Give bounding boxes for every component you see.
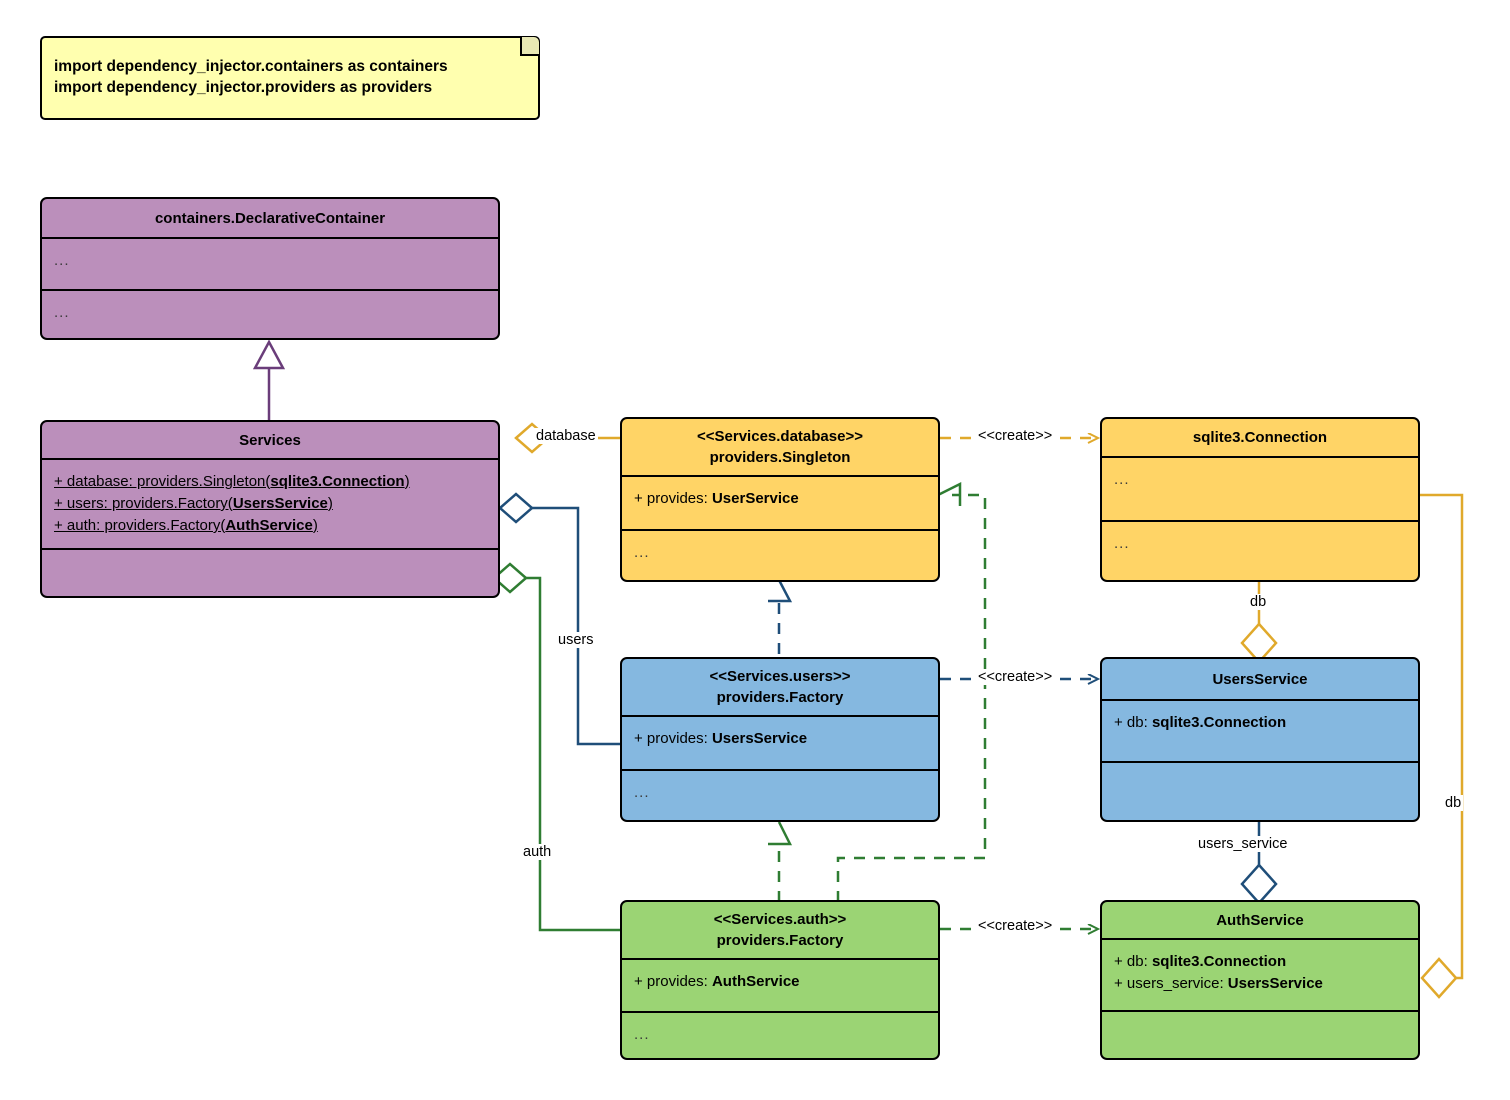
class-methods-users-service bbox=[1102, 761, 1418, 819]
class-box-services-users-provider[interactable]: <<Services.users>> providers.Factory + p… bbox=[620, 657, 940, 822]
class-attributes-services-users-provider: + provides: UsersService bbox=[622, 717, 938, 769]
note-line-1: import dependency_injector.containers as… bbox=[54, 58, 448, 75]
edge-association-usersservice-authservice bbox=[1240, 820, 1278, 905]
note-fold-corner bbox=[520, 37, 539, 56]
services-attr-auth-post: ) bbox=[312, 517, 318, 534]
stereotype-services-database: <<Services.database>> bbox=[697, 428, 863, 445]
edge-generalization-services bbox=[252, 339, 286, 420]
edge-label-db-authservice: db bbox=[1443, 795, 1464, 811]
class-title-auth-service: AuthService bbox=[1102, 902, 1418, 940]
class-title-services: Services bbox=[42, 422, 498, 460]
stereotype-services-auth: <<Services.auth>> bbox=[713, 911, 847, 928]
auth-service-attr-db: + db: sqlite3.Connection bbox=[1114, 951, 1406, 973]
method-ellipsis: ... bbox=[634, 784, 650, 801]
edge-aggregation-users bbox=[498, 492, 620, 746]
class-box-auth-service[interactable]: AuthService + db: sqlite3.Connection + u… bbox=[1100, 900, 1420, 1060]
class-methods-sqlite3-connection: ... bbox=[1102, 520, 1418, 579]
class-attributes-services: + database: providers.Singleton(sqlite3.… bbox=[42, 460, 498, 548]
class-box-declarative-container[interactable]: containers.DeclarativeContainer ... ... bbox=[40, 197, 500, 340]
class-title-sqlite3-connection: sqlite3.Connection bbox=[1102, 419, 1418, 458]
services-attr-users-post: ) bbox=[327, 495, 333, 512]
services-attr-database-pre: + database: providers.Singleton( bbox=[54, 473, 271, 490]
class-attributes-services-database-provider: + provides: UserService bbox=[622, 477, 938, 529]
edge-realization-auth-users bbox=[768, 821, 793, 902]
auth-service-users-service-type: UsersService bbox=[1227, 975, 1323, 992]
db-provider-provides-label: + provides: bbox=[634, 490, 712, 507]
edge-realization-users-database bbox=[768, 579, 793, 654]
class-methods-services bbox=[42, 548, 498, 594]
class-attributes-declarative-container: ... bbox=[42, 239, 498, 289]
db-provider-provides-type: UserService bbox=[711, 490, 799, 507]
attr-ellipsis: ... bbox=[54, 252, 70, 269]
services-attr-database-type: sqlite3.Connection bbox=[270, 473, 405, 490]
edge-label-db-usersservice: db bbox=[1248, 594, 1269, 610]
edge-label-users-service: users_service bbox=[1196, 836, 1290, 852]
auth-provider-provides-type: AuthService bbox=[711, 973, 800, 990]
class-box-services-database-provider[interactable]: <<Services.database>> providers.Singleto… bbox=[620, 417, 940, 582]
services-attr-auth-type: AuthService bbox=[225, 517, 313, 534]
method-ellipsis: ... bbox=[634, 544, 650, 561]
services-attr-users-pre: + users: providers.Factory( bbox=[54, 495, 233, 512]
users-provider-provides-type: UsersService bbox=[711, 730, 808, 747]
class-attributes-sqlite3-connection: ... bbox=[1102, 458, 1418, 520]
classname-providers-singleton: providers.Singleton bbox=[709, 449, 851, 466]
edge-label-create-database: <<create>> bbox=[977, 428, 1054, 444]
auth-service-users-service-label: + users_service: bbox=[1114, 975, 1228, 992]
users-provider-provides-label: + provides: bbox=[634, 730, 712, 747]
services-attr-users-type: UsersService bbox=[232, 495, 328, 512]
method-ellipsis: ... bbox=[54, 304, 70, 321]
method-ellipsis: ... bbox=[634, 1026, 650, 1043]
note-line-2: import dependency_injector.providers as … bbox=[54, 79, 433, 96]
class-title-services-database-provider: <<Services.database>> providers.Singleto… bbox=[622, 419, 938, 477]
auth-service-db-type: sqlite3.Connection bbox=[1151, 953, 1287, 970]
services-attr-auth-pre: + auth: providers.Factory( bbox=[54, 517, 226, 534]
method-ellipsis: ... bbox=[1114, 535, 1130, 552]
services-attr-users: + users: providers.Factory(UsersService) bbox=[54, 493, 486, 515]
auth-service-attr-users-service: + users_service: UsersService bbox=[1114, 973, 1406, 995]
auth-provider-provides-label: + provides: bbox=[634, 973, 712, 990]
edge-association-db-authservice bbox=[1419, 493, 1464, 999]
classname-providers-factory: providers.Factory bbox=[716, 689, 844, 706]
class-attributes-auth-service: + db: sqlite3.Connection + users_service… bbox=[1102, 940, 1418, 1010]
class-methods-declarative-container: ... bbox=[42, 289, 498, 338]
class-box-services-auth-provider[interactable]: <<Services.auth>> providers.Factory + pr… bbox=[620, 900, 940, 1060]
class-attributes-users-service: + db: sqlite3.Connection bbox=[1102, 701, 1418, 761]
auth-service-db-label: + db: bbox=[1114, 953, 1152, 970]
class-title-services-auth-provider: <<Services.auth>> providers.Factory bbox=[622, 902, 938, 960]
users-service-db-type: sqlite3.Connection bbox=[1151, 714, 1287, 731]
edge-label-database: database bbox=[534, 428, 598, 444]
stereotype-services-users: <<Services.users>> bbox=[709, 668, 851, 685]
services-attr-database: + database: providers.Singleton(sqlite3.… bbox=[54, 471, 486, 493]
class-attributes-services-auth-provider: + provides: AuthService bbox=[622, 960, 938, 1011]
services-attr-database-post: ) bbox=[404, 473, 410, 490]
attr-ellipsis: ... bbox=[1114, 471, 1130, 488]
class-title-declarative-container: containers.DeclarativeContainer bbox=[42, 199, 498, 239]
edge-label-create-users: <<create>> bbox=[977, 669, 1054, 685]
import-note: import dependency_injector.containers as… bbox=[40, 36, 540, 120]
edge-association-db-usersservice bbox=[1240, 580, 1278, 664]
class-methods-services-users-provider: ... bbox=[622, 769, 938, 819]
class-title-services-users-provider: <<Services.users>> providers.Factory bbox=[622, 659, 938, 717]
class-box-services[interactable]: Services + database: providers.Singleton… bbox=[40, 420, 500, 598]
edge-label-users: users bbox=[556, 632, 596, 648]
class-methods-services-database-provider: ... bbox=[622, 529, 938, 579]
users-service-db-label: + db: bbox=[1114, 714, 1152, 731]
class-methods-services-auth-provider: ... bbox=[622, 1011, 938, 1057]
edge-label-auth: auth bbox=[521, 844, 554, 860]
edge-aggregation-auth bbox=[492, 562, 620, 932]
class-title-users-service: UsersService bbox=[1102, 659, 1418, 701]
edge-label-create-auth: <<create>> bbox=[977, 918, 1054, 934]
classname-providers-factory: providers.Factory bbox=[716, 932, 844, 949]
class-methods-auth-service bbox=[1102, 1010, 1418, 1058]
class-box-sqlite3-connection[interactable]: sqlite3.Connection ... ... bbox=[1100, 417, 1420, 582]
class-box-users-service[interactable]: UsersService + db: sqlite3.Connection bbox=[1100, 657, 1420, 822]
services-attr-auth: + auth: providers.Factory(AuthService) bbox=[54, 515, 486, 537]
